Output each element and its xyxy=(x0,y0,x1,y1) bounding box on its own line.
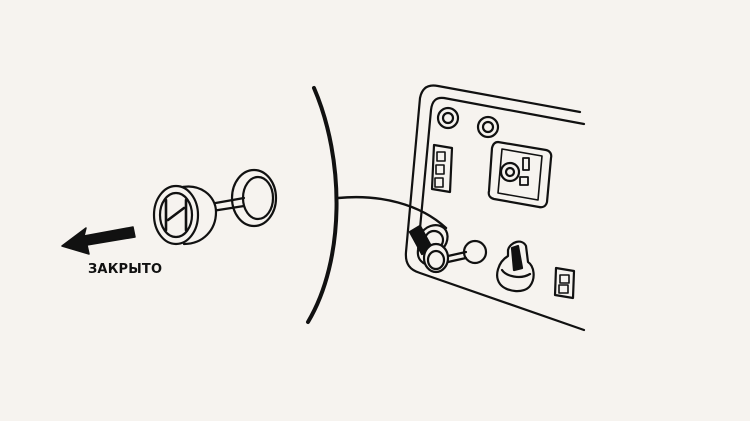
leader-line xyxy=(336,196,448,230)
pull-direction-arrow xyxy=(61,226,136,255)
detail-callout-arc xyxy=(306,86,339,324)
control-panel xyxy=(404,84,586,332)
choke-knob-detail xyxy=(152,168,278,246)
closed-label: ЗАКРЫТО xyxy=(88,262,163,277)
